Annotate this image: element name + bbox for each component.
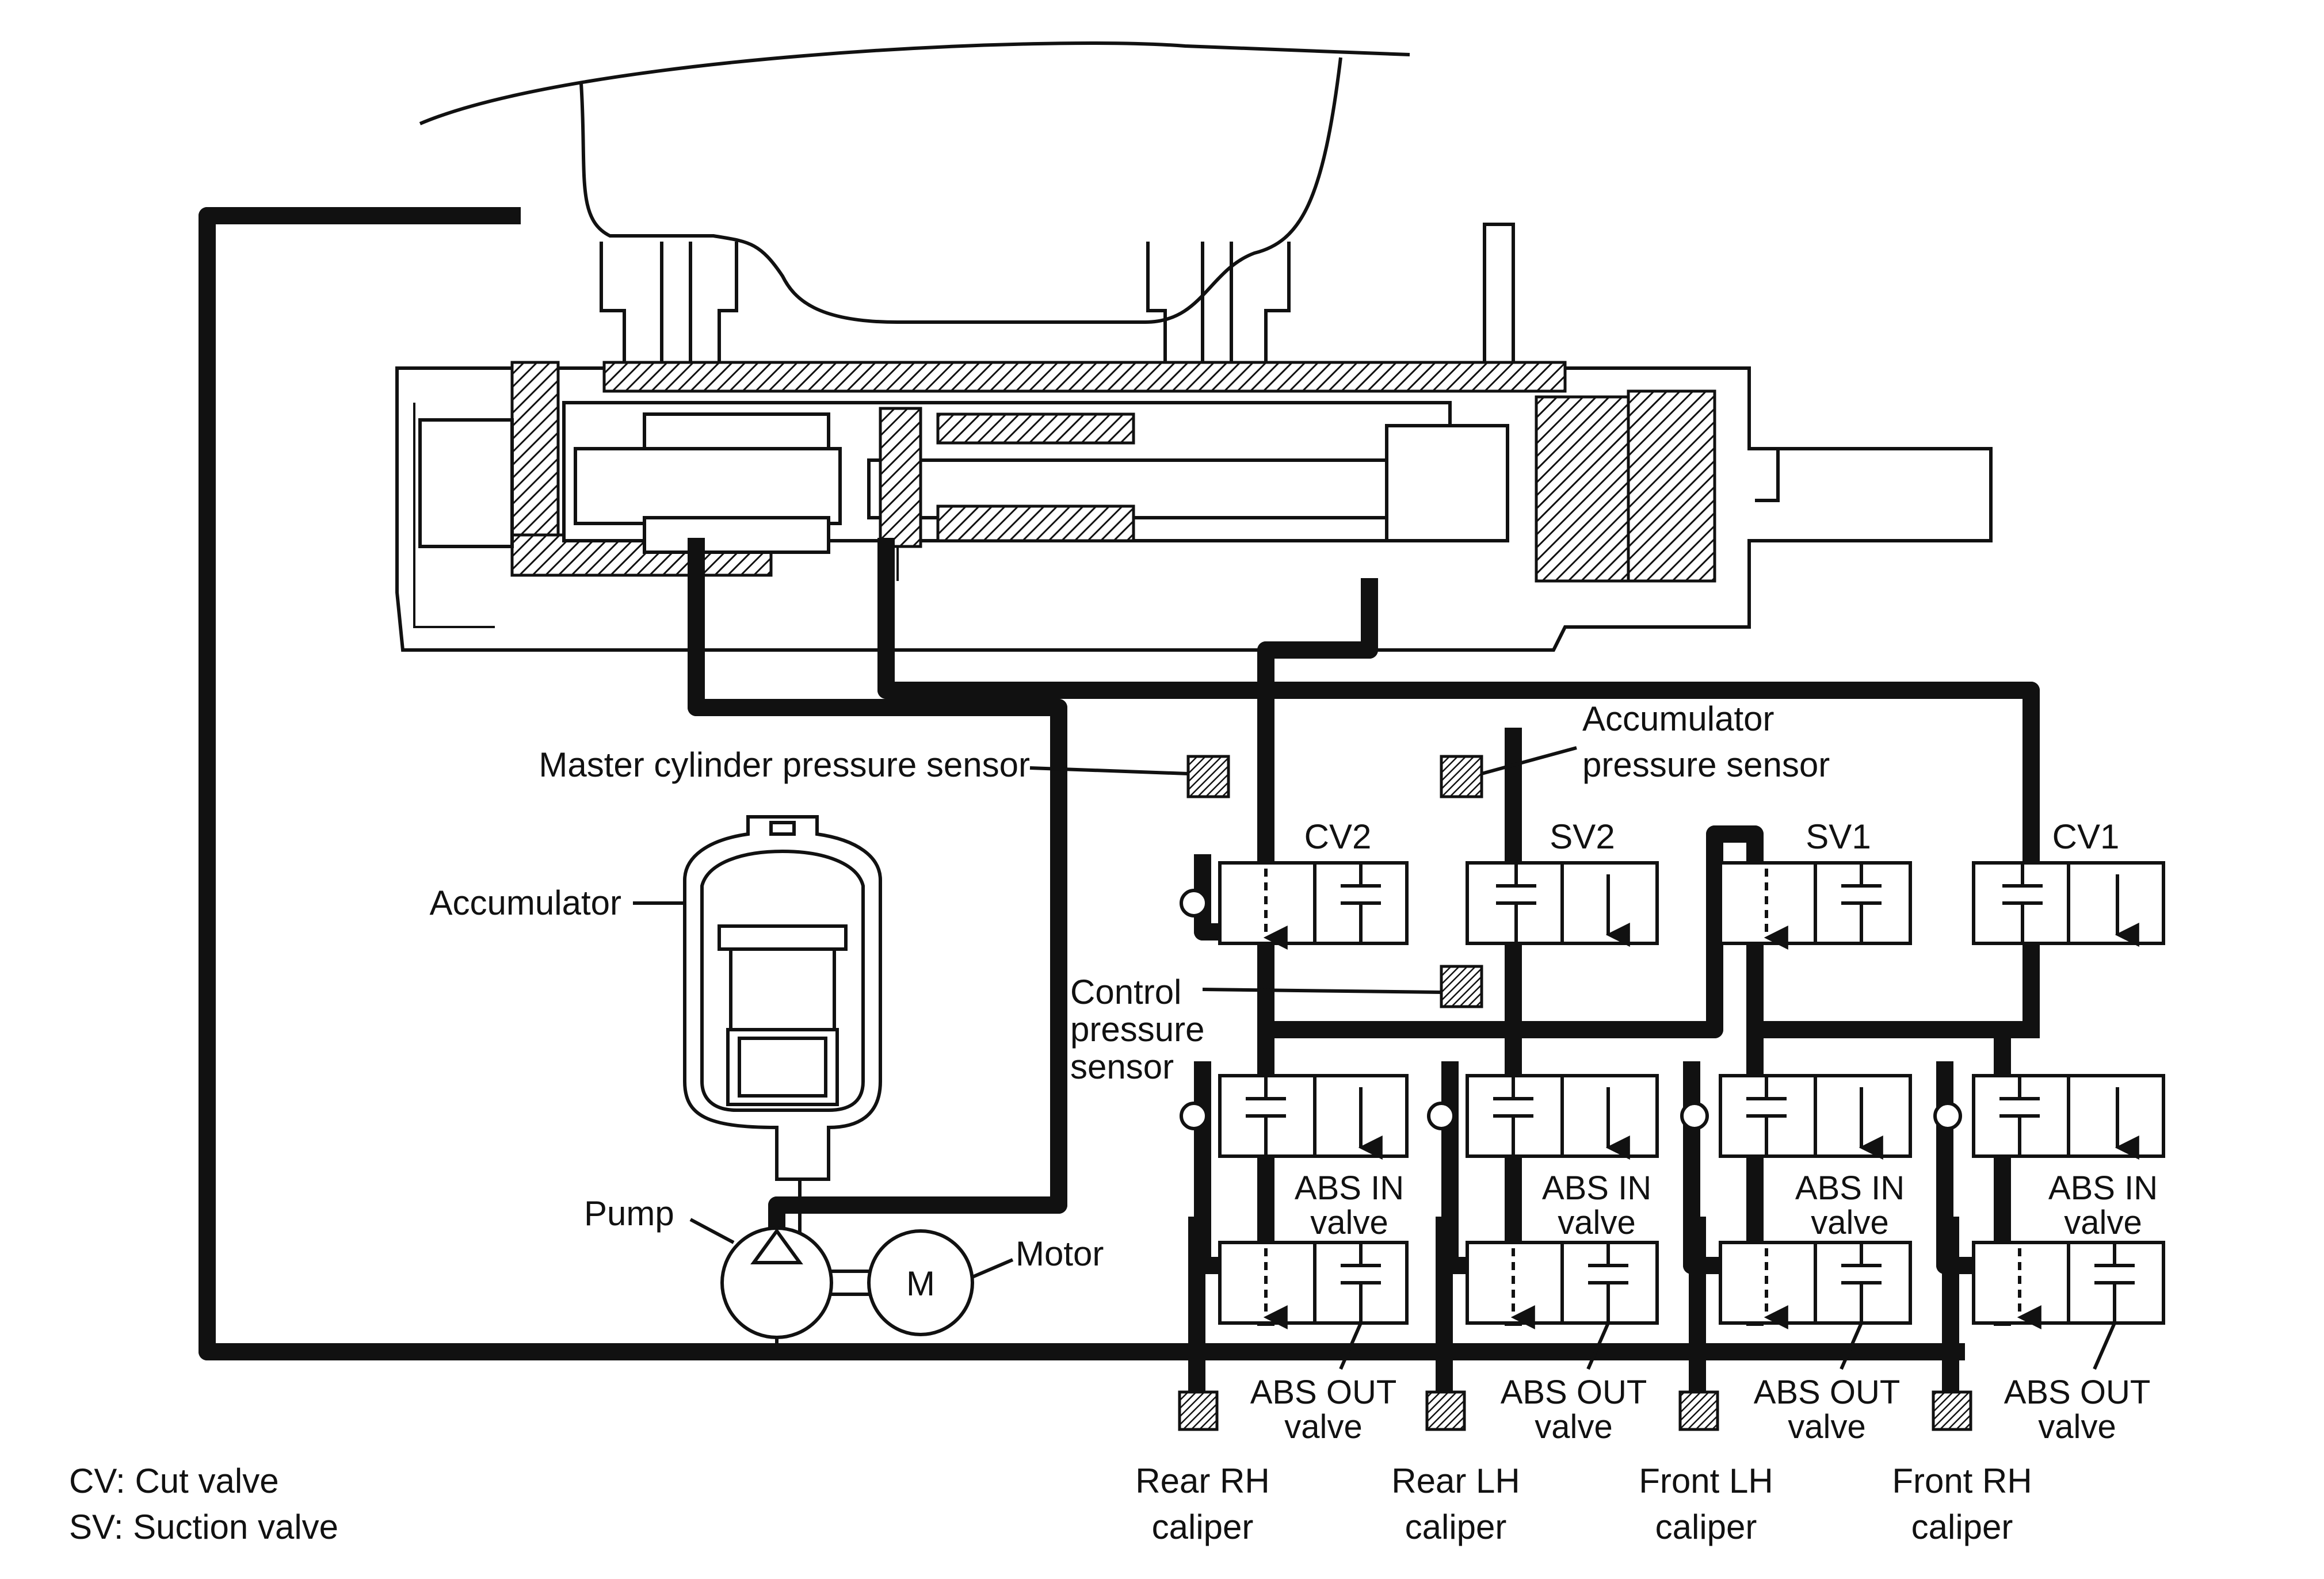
accumulator — [633, 815, 882, 1181]
rear-lh-caliper-port — [1425, 1390, 1466, 1431]
sensors — [1029, 746, 1577, 1008]
control-pressure-sensor — [1440, 965, 1483, 1008]
abs-in-valve-4 — [1933, 1074, 2165, 1160]
abs-out-label-4b: valve — [2038, 1408, 2116, 1446]
abs-out-label-1b: valve — [1284, 1408, 1362, 1446]
master-cylinder-pressure-sensor-label: Master cylinder pressure sensor — [539, 745, 1030, 784]
abs-in-label-4b: valve — [2064, 1204, 2142, 1241]
abs-in-label-3b: valve — [1811, 1204, 1888, 1241]
abs-out-label-3b: valve — [1788, 1408, 1865, 1446]
abs-in-valve-1 — [1180, 1074, 1409, 1160]
accumulator-label: Accumulator — [430, 884, 621, 922]
abs-in-label-1b: valve — [1310, 1204, 1388, 1241]
rear-rh-caliper-label: caliper — [1152, 1508, 1254, 1546]
pump-label: Pump — [584, 1194, 674, 1233]
abs-out-valve-2 — [1466, 1241, 1659, 1370]
cv2-label: CV2 — [1304, 817, 1372, 856]
cv1-valve — [1972, 861, 2165, 947]
abs-out-label-1a: ABS OUT — [1250, 1374, 1397, 1411]
motor-symbol: M — [906, 1264, 935, 1303]
control-pressure-sensor-label-3: sensor — [1070, 1047, 1174, 1086]
control-pressure-sensor-label-1: Control — [1070, 973, 1181, 1011]
front-rh-caliper-label: caliper — [1911, 1508, 2013, 1546]
check-valve-icon — [1680, 1102, 1709, 1130]
abs-in-label-3a: ABS IN — [1795, 1169, 1905, 1207]
rear-rh-label: Rear RH — [1135, 1462, 1269, 1500]
motor-icon — [867, 1229, 974, 1336]
sv1-valve — [1719, 861, 1912, 950]
accumulator-pressure-sensor-label-2: pressure sensor — [1582, 745, 1830, 784]
labels: Master cylinder pressure sensor Accumula… — [69, 699, 2158, 1546]
abs-out-valves — [1218, 1241, 2165, 1370]
check-valve-icon — [1933, 1102, 1962, 1130]
check-valve-icon — [1180, 889, 1208, 917]
abs-out-valve-4 — [1972, 1241, 2165, 1370]
sv2-valve — [1466, 861, 1659, 947]
front-rh-caliper-port — [1932, 1390, 1972, 1431]
abs-out-label-4a: ABS OUT — [2004, 1374, 2151, 1411]
reservoir — [419, 41, 1410, 368]
legend-cv: CV: Cut valve — [69, 1462, 279, 1500]
front-rh-label: Front RH — [1892, 1462, 2032, 1500]
abs-out-valve-3 — [1719, 1241, 1912, 1370]
sv2-label: SV2 — [1550, 817, 1615, 856]
abs-out-label-3a: ABS OUT — [1754, 1374, 1901, 1411]
front-lh-label: Front LH — [1639, 1462, 1773, 1500]
pump-motor — [689, 1179, 1014, 1352]
control-pressure-sensor-label-2: pressure — [1070, 1010, 1204, 1049]
hydraulic-lines — [199, 207, 2040, 1401]
front-lh-caliper-label: caliper — [1655, 1508, 1757, 1546]
abs-in-label-2a: ABS IN — [1542, 1169, 1651, 1207]
abs-in-label-2b: valve — [1558, 1204, 1635, 1241]
rear-lh-label: Rear LH — [1391, 1462, 1520, 1500]
abs-out-valve-1 — [1218, 1241, 1409, 1370]
abs-in-valve-2 — [1427, 1074, 1659, 1160]
sv1-label: SV1 — [1806, 817, 1871, 856]
cv2-valve — [1180, 861, 1409, 950]
rear-lh-caliper-label: caliper — [1405, 1508, 1507, 1546]
accumulator-pressure-sensor-label-1: Accumulator — [1582, 699, 1774, 738]
valve-row-upper — [1180, 861, 2165, 950]
cv1-label: CV1 — [2052, 817, 2120, 856]
accumulator-pressure-sensor — [1440, 755, 1483, 798]
abs-in-valves — [1180, 1074, 2165, 1160]
abs-out-label-2a: ABS OUT — [1501, 1374, 1647, 1411]
master-cylinder-pressure-sensor — [1186, 755, 1230, 798]
motor-label: Motor — [1016, 1234, 1104, 1273]
abs-out-label-2b: valve — [1535, 1408, 1612, 1446]
abs-in-label-4a: ABS IN — [2048, 1169, 2158, 1207]
master-cylinder — [395, 223, 1993, 652]
front-lh-caliper-port — [1678, 1390, 1719, 1431]
check-valve-icon — [1427, 1102, 1456, 1130]
pump-icon — [720, 1226, 833, 1339]
check-valve-icon — [1180, 1102, 1208, 1130]
abs-in-label-1a: ABS IN — [1295, 1169, 1404, 1207]
caliper-ports — [1178, 1390, 1972, 1431]
legend-sv: SV: Suction valve — [69, 1508, 338, 1546]
rear-rh-caliper-port — [1178, 1390, 1219, 1431]
abs-in-valve-3 — [1680, 1074, 1912, 1160]
